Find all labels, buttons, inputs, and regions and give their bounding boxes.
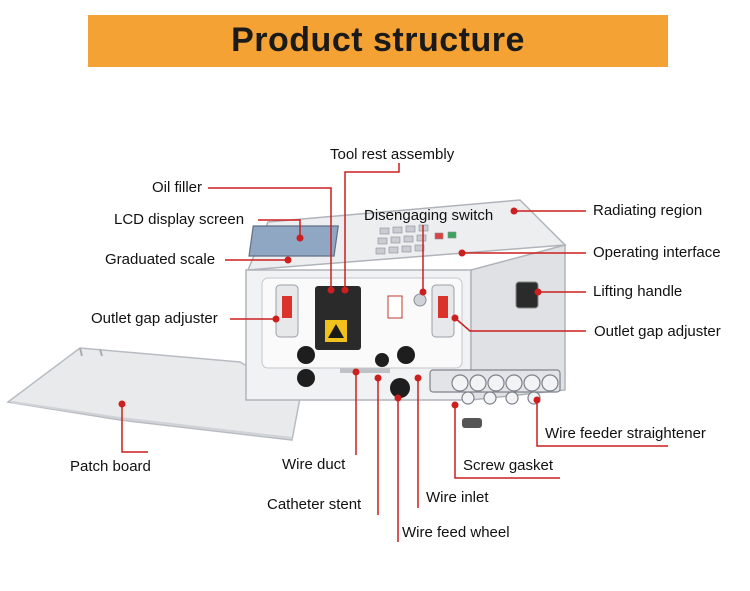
label-patch-board: Patch board	[70, 458, 151, 475]
leader-lines	[121, 163, 668, 542]
lifting-handle-slot	[515, 281, 539, 309]
label-disengaging-switch: Disengaging switch	[364, 207, 494, 224]
label-screw-gasket: Screw gasket	[463, 457, 554, 474]
label-outlet-gap-adjuster-right: Outlet gap adjuster	[594, 323, 721, 340]
title-banner: Product structure	[88, 15, 668, 67]
straightener	[429, 369, 561, 405]
label-wire-duct: Wire duct	[282, 456, 346, 473]
label-wire-feeder-straightener: Wire feeder straightener	[545, 425, 706, 442]
label-lifting-handle: Lifting handle	[593, 283, 683, 300]
label-wire-feed-wheel: Wire feed wheel	[402, 524, 510, 541]
label-catheter-stent: Catheter stent	[267, 496, 362, 513]
page-title: Product structure	[231, 21, 525, 59]
label-graduated-scale: Graduated scale	[105, 251, 216, 268]
label-oil-filler: Oil filler	[152, 179, 203, 196]
label-tool-rest-assembly: Tool rest assembly	[330, 146, 455, 163]
label-outlet-gap-adjuster-left: Outlet gap adjuster	[91, 310, 218, 327]
label-operating-interface: Operating interface	[593, 244, 721, 261]
leader-dots	[118, 207, 542, 409]
label-wire-inlet: Wire inlet	[426, 489, 489, 506]
label-lcd-display-screen: LCD display screen	[114, 211, 245, 228]
feed-rollers	[297, 346, 415, 398]
lcd-screen	[248, 225, 339, 257]
label-radiating-region: Radiating region	[593, 202, 703, 219]
